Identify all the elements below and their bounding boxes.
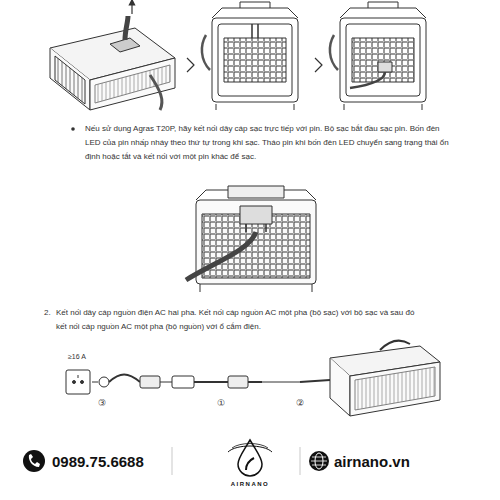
ac-connection: [66, 341, 440, 416]
phone-number: 0989.75.6688: [52, 452, 144, 471]
instruction-text: Nếu sử dụng Agras T20P, hãy kết nối dây …: [85, 122, 455, 164]
bullet-dot: [71, 127, 75, 131]
battery-charging: [186, 186, 316, 292]
step-number: 2.: [44, 306, 51, 320]
website: airnano.vn: [334, 452, 410, 471]
brand-name: AIRNANO: [214, 480, 286, 488]
callout-number: ①: [217, 398, 225, 409]
callout-number: ③: [98, 398, 106, 409]
top-steps: [50, 2, 426, 110]
current-rating: ≥16 A: [68, 352, 86, 361]
callout-number: ②: [296, 398, 304, 409]
instruction-text: Kết nối dây cáp nguồn điện AC hai pha. K…: [56, 306, 426, 334]
footer: [23, 440, 329, 476]
